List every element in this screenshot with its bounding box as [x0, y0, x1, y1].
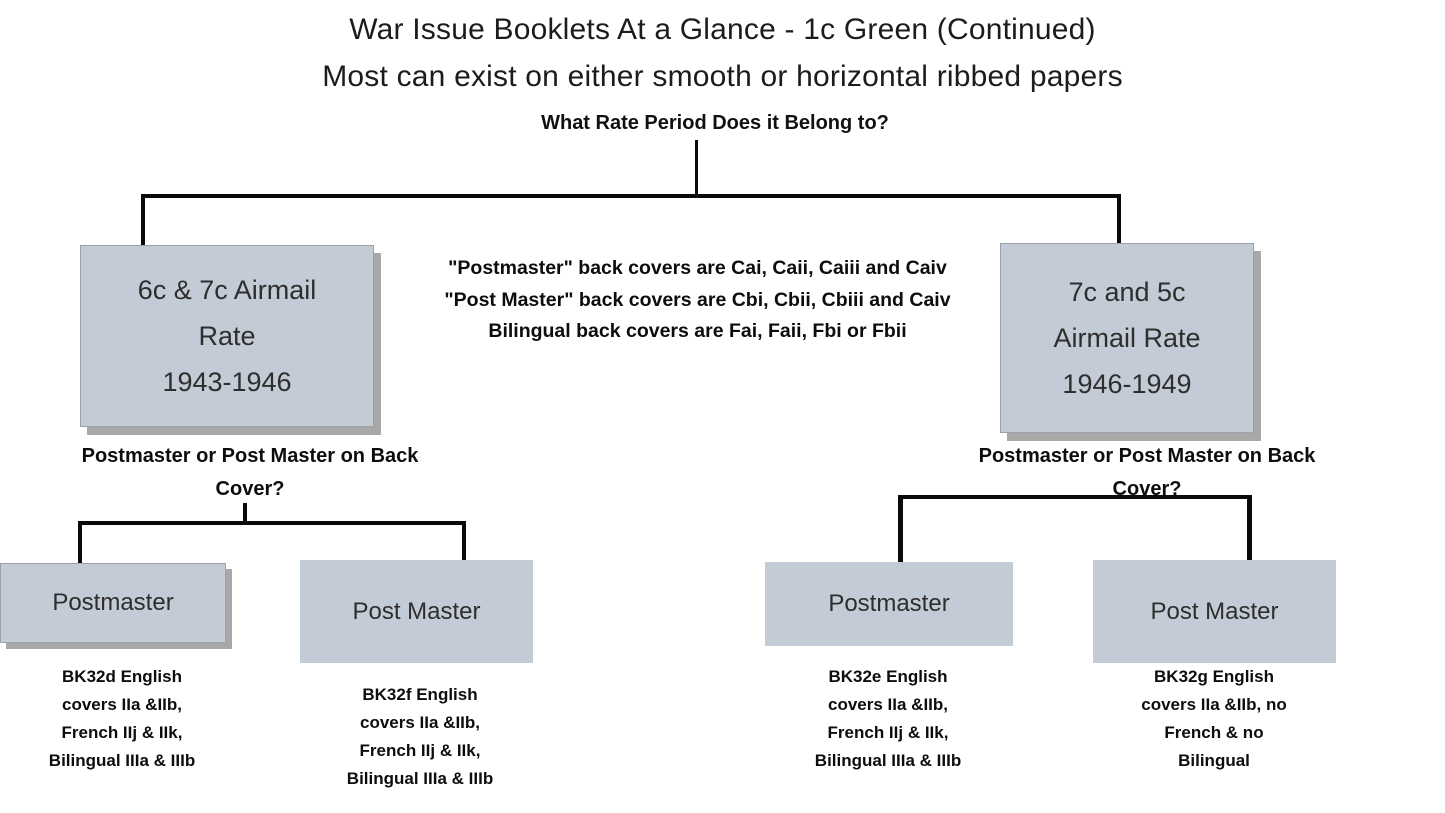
back-cover-note: "Postmaster" back covers are Cai, Caii, …: [415, 253, 980, 348]
root-question: What Rate Period Does it Belong to?: [541, 112, 889, 134]
sub-question-left: Postmaster or Post Master on Back Cover?: [81, 445, 419, 500]
back-cover-note-line1: "Postmaster" back covers are Cai, Caii, …: [448, 257, 947, 279]
leaf-box-right-postmaster: Postmaster: [765, 562, 1013, 646]
connector-left-horizontal: [78, 521, 466, 525]
leaf-note-bk32f: BK32f English covers IIa &IIb, French II…: [346, 685, 494, 788]
leaf-note-bk32g: BK32g English covers IIa &IIb, no French…: [1141, 667, 1287, 770]
leaf-box-left-postmaster: Postmaster: [0, 563, 226, 643]
page-title-line2: Most can exist on either smooth or horiz…: [322, 60, 1123, 93]
connector-root-left-drop: [141, 194, 145, 248]
connector-root-horizontal: [141, 194, 1121, 198]
sub-question-right: Postmaster or Post Master on Back Cover?: [978, 445, 1316, 500]
leaf-box-left-post-master: Post Master: [300, 560, 533, 663]
connector-root-right-drop: [1117, 194, 1121, 246]
connector-left-drop-a: [78, 521, 82, 567]
page-title-line1: War Issue Booklets At a Glance - 1c Gree…: [349, 13, 1096, 46]
back-cover-note-line2: "Post Master" back covers are Cbi, Cbii,…: [444, 288, 951, 311]
leaf-note-bk32d: BK32d English covers IIa &IIb, French II…: [48, 667, 196, 770]
page-title: War Issue Booklets At a Glance - 1c Gree…: [0, 6, 1445, 100]
connector-root-stub: [695, 140, 698, 197]
connector-left-drop-b: [462, 521, 466, 564]
leaf-box-right-post-master: Post Master: [1093, 560, 1336, 663]
connector-right-drop-a: [898, 495, 903, 567]
back-cover-note-line3: Bilingual back covers are Fai, Faii, Fbi…: [488, 320, 907, 342]
connector-left-stub: [243, 503, 247, 525]
connector-right-drop-b: [1247, 495, 1252, 564]
rate-box-right: 7c and 5c Airmail Rate 1946-1949: [1000, 243, 1254, 433]
rate-box-left: 6c & 7c Airmail Rate 1943-1946: [80, 245, 374, 427]
connector-right-horizontal: [898, 495, 1252, 499]
leaf-note-bk32e: BK32e English covers IIa &IIb, French II…: [814, 667, 962, 770]
